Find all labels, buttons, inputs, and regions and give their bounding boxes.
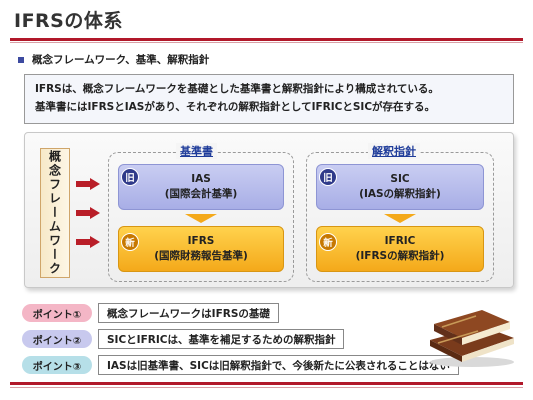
right-arrow-icon <box>76 178 100 190</box>
title-rule <box>10 38 523 41</box>
down-arrow-icon <box>384 214 416 223</box>
point-row-1: ポイント① 概念フレームワークはIFRSの基礎 <box>22 303 279 323</box>
intro-box: IFRSは、概念フレームワークを基礎とした基準書と解釈指針により構成されている。… <box>24 74 514 124</box>
intro-line-2: 基準書にはIFRSとIASがあり、それぞれの解釈指針としてIFRICとSICが存… <box>35 101 436 113</box>
framework-label: 概念フレームワーク <box>47 150 62 276</box>
standards-group-label: 基準書 <box>176 143 217 159</box>
ifrs-desc: (国際財務報告基準) <box>154 250 248 262</box>
interpretations-group-label: 解釈指針 <box>368 143 420 159</box>
framework-box: 概念フレームワーク <box>40 148 70 278</box>
footer-rule <box>10 382 523 385</box>
point-label-1: ポイント① <box>22 304 92 322</box>
ifrs-box: IFRS (国際財務報告基準) <box>118 226 284 272</box>
section-heading: 概念フレームワーク、基準、解釈指針 <box>18 52 209 67</box>
ifrs-name: IFRS <box>187 235 215 247</box>
point-text-1: 概念フレームワークはIFRSの基礎 <box>98 303 279 323</box>
point-text-2: SICとIFRICは、基準を補足するための解釈指針 <box>98 329 345 349</box>
sic-name: SIC <box>390 173 410 185</box>
old-badge-icon: 旧 <box>121 168 139 186</box>
books-icon <box>430 310 514 367</box>
square-bullet-icon <box>18 56 24 63</box>
sic-desc: (IASの解釈指針) <box>359 188 441 200</box>
section-heading-text: 概念フレームワーク、基準、解釈指針 <box>32 54 210 66</box>
point-text-3: IASは旧基準書、SICは旧解釈指針で、今後新たに公表されることはない <box>98 355 459 375</box>
point-row-3: ポイント③ IASは旧基準書、SICは旧解釈指針で、今後新たに公表されることはな… <box>22 355 459 375</box>
right-arrow-icon <box>76 207 100 219</box>
title-rule-thin <box>10 42 523 43</box>
sic-box: SIC (IASの解釈指針) <box>316 164 484 210</box>
right-arrow-icon <box>76 236 100 248</box>
ias-name: IAS <box>191 173 211 185</box>
footer-rule-thin <box>10 387 523 388</box>
point-label-3: ポイント③ <box>22 356 92 374</box>
ias-desc: (国際会計基準) <box>164 188 238 200</box>
intro-line-1: IFRSは、概念フレームワークを基礎とした基準書と解釈指針により構成されている。 <box>35 83 439 95</box>
old-badge-icon: 旧 <box>319 168 337 186</box>
down-arrow-icon <box>185 214 217 223</box>
point-row-2: ポイント② SICとIFRICは、基準を補足するための解釈指針 <box>22 329 345 349</box>
new-badge-icon: 新 <box>319 233 337 251</box>
ifric-box: IFRIC (IFRSの解釈指針) <box>316 226 484 272</box>
new-badge-icon: 新 <box>121 233 139 251</box>
ifric-desc: (IFRSの解釈指針) <box>355 250 445 262</box>
ias-box: IAS (国際会計基準) <box>118 164 284 210</box>
ifric-name: IFRIC <box>384 235 416 247</box>
point-label-2: ポイント② <box>22 330 92 348</box>
page-title: IFRSの体系 <box>14 10 123 32</box>
